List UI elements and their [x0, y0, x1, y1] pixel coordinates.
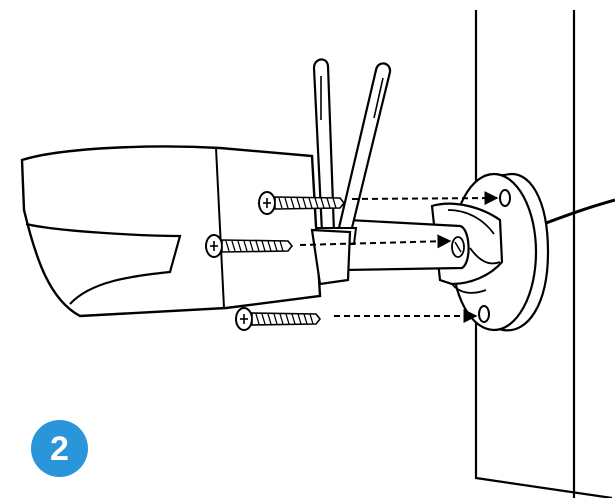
step-number-label: 2 — [50, 432, 69, 466]
antenna-icon — [310, 59, 390, 244]
camera-body-icon — [22, 147, 350, 317]
screw-icon-bottom — [236, 308, 320, 330]
step-number-badge: 2 — [31, 420, 88, 477]
mounting-bracket-icon — [344, 204, 502, 293]
dashed-arrow-top — [352, 198, 497, 199]
